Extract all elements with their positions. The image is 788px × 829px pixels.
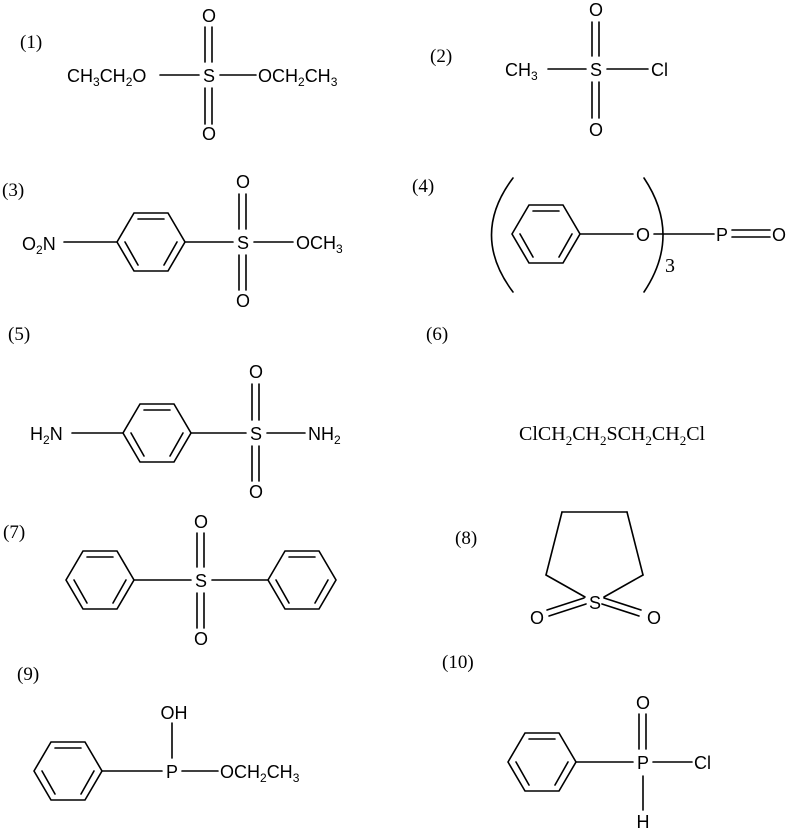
structure-label: (1) <box>20 32 42 53</box>
benzene-ring-left <box>65 550 135 610</box>
structure-label: (4) <box>412 176 434 197</box>
atom-phosphorus: P <box>166 762 178 782</box>
atom-label-left: CH3CH2O <box>67 66 146 89</box>
structure-7: (7) S O O <box>3 512 337 649</box>
atom-sulfur: S <box>590 60 602 80</box>
structure-label: (9) <box>17 664 39 685</box>
atom-oxygen-bottom: O <box>236 291 250 311</box>
atom-oxygen-left: O <box>530 608 544 628</box>
structure-label: (10) <box>442 652 474 673</box>
atom-oxygen-bottom: O <box>249 482 263 502</box>
atom-oxygen-top: O <box>194 512 208 532</box>
atom-label-left: O2N <box>22 234 56 257</box>
atom-label-right: OCH3 <box>296 233 343 256</box>
benzene-ring-right <box>267 550 337 610</box>
bonds <box>546 597 642 617</box>
atom-phosphorus: P <box>716 225 728 245</box>
atom-sulfur: S <box>237 233 249 253</box>
atom-oxygen-bottom: O <box>194 629 208 649</box>
atom-chlorine: Cl <box>651 60 668 80</box>
atom-hydrogen: H <box>637 812 650 829</box>
structure-4: (4) O 3 P O <box>412 176 786 293</box>
atom-oxygen-top: O <box>636 693 650 713</box>
structure-2: (2) CH3 S O O Cl <box>430 0 668 140</box>
structure-10: (10) P O Cl H <box>442 652 711 829</box>
structure-5: (5) H2N S O O NH2 <box>8 324 341 502</box>
atom-sulfur: S <box>589 593 601 613</box>
atom-sulfur: S <box>203 66 215 86</box>
atom-oxygen-ether: O <box>636 225 650 245</box>
benzene-ring <box>122 403 192 463</box>
bonds <box>133 532 269 629</box>
benzene-ring <box>507 732 577 792</box>
bonds <box>159 26 257 125</box>
structure-label: (5) <box>8 324 30 345</box>
atom-label-right: OCH2CH3 <box>220 762 300 785</box>
structure-label: (7) <box>3 522 25 543</box>
atom-oxygen-top: O <box>589 0 603 20</box>
benzene-ring <box>511 204 581 264</box>
atom-sulfur: S <box>195 571 207 591</box>
atom-oxygen-oxo: O <box>772 225 786 245</box>
benzene-ring <box>116 212 186 272</box>
atom-label-right: OCH2CH3 <box>258 66 338 89</box>
atom-oxygen-bottom: O <box>589 120 603 140</box>
benzene-ring <box>33 741 103 801</box>
structure-6: (6) ClCH2CH2SCH2CH2Cl <box>426 324 706 448</box>
structure-label: (2) <box>430 46 452 67</box>
atom-label-right: NH2 <box>308 424 341 447</box>
bonds <box>547 21 649 119</box>
atom-oxygen-right: O <box>647 608 661 628</box>
structure-label: (3) <box>2 180 24 201</box>
atom-oxygen-bottom: O <box>202 124 216 144</box>
atom-chlorine: Cl <box>694 753 711 773</box>
structure-label: (8) <box>455 528 477 549</box>
atom-label-left: H2N <box>30 424 63 447</box>
ring-bonds <box>545 511 644 598</box>
condensed-formula: ClCH2CH2SCH2CH2Cl <box>519 423 706 448</box>
structure-8: (8) S O O <box>455 511 661 628</box>
structure-9: (9) P OH OCH2CH3 <box>17 664 300 801</box>
structure-1: (1) CH3CH2O S O O OCH2CH3 <box>20 6 338 144</box>
right-parenthesis <box>643 177 664 293</box>
bonds <box>71 383 306 482</box>
atom-sulfur: S <box>250 424 262 444</box>
bonds <box>63 193 294 291</box>
structure-label: (6) <box>426 324 448 345</box>
atom-label-left: CH3 <box>505 60 538 83</box>
atom-phosphorus: P <box>637 753 649 773</box>
repeat-count: 3 <box>665 255 675 277</box>
left-parenthesis <box>490 177 514 293</box>
atom-oxygen-top: O <box>236 172 250 192</box>
atom-hydroxyl: OH <box>161 703 188 723</box>
atom-oxygen-top: O <box>202 6 216 26</box>
structure-3: (3) O2N S O O OCH3 <box>2 172 343 311</box>
atom-oxygen-top: O <box>249 362 263 382</box>
